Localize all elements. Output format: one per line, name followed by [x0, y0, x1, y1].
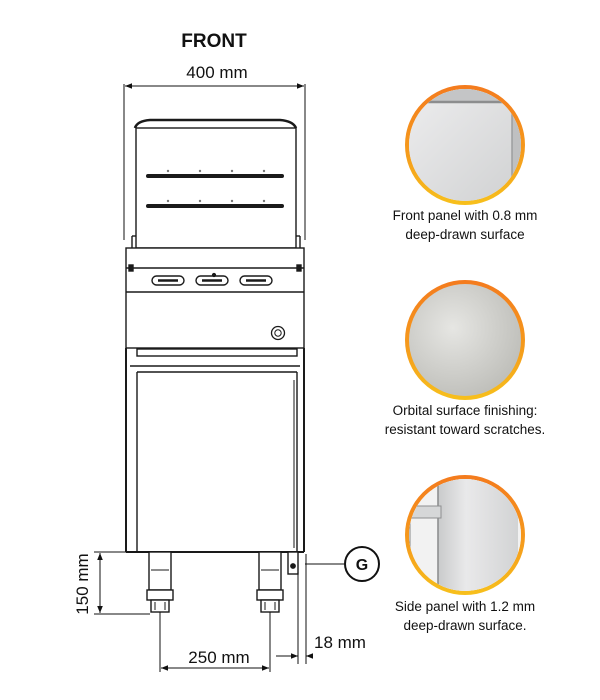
- detail-orbital-finish: Orbital surface finishing: resistant tow…: [385, 280, 546, 437]
- side-offset-label: 18 mm: [314, 633, 366, 652]
- detail-side-panel-line2: deep-drawn surface.: [403, 618, 526, 633]
- detail-front-panel-line2: deep-drawn surface: [405, 227, 524, 242]
- detail-front-panel-line1: Front panel with 0.8 mm: [393, 208, 538, 223]
- detail-orbital-finish-line2: resistant toward scratches.: [385, 422, 546, 437]
- side-offset-dimension: 18 mm: [276, 554, 366, 664]
- detail-side-panel-line1: Side panel with 1.2 mm: [395, 599, 535, 614]
- power-knob-icon: [270, 325, 286, 341]
- detail-front-panel: Front panel with 0.8 mm deep-drawn surfa…: [393, 85, 538, 242]
- detail-orbital-finish-line1: Orbital surface finishing:: [393, 403, 538, 418]
- foot-right: [256, 551, 284, 613]
- control-panel: [125, 247, 305, 349]
- view-title: FRONT: [181, 31, 247, 52]
- leg-spacing-dimension: 250 mm: [159, 612, 271, 672]
- width-label: 400 mm: [186, 63, 247, 82]
- height-label: 150 mm: [73, 553, 92, 614]
- width-dimension: 400 mm: [123, 63, 306, 240]
- lid: [131, 118, 301, 249]
- cabinet: [125, 348, 305, 575]
- height-dimension: 150 mm: [73, 551, 150, 615]
- leg-spacing-label: 250 mm: [188, 648, 249, 667]
- appliance-front: [125, 118, 305, 613]
- foot-left: [146, 551, 174, 613]
- detail-side-panel: Side panel with 1.2 mm deep-drawn surfac…: [395, 475, 535, 633]
- callout-g-label: G: [356, 557, 368, 574]
- callout-g: G: [305, 546, 380, 582]
